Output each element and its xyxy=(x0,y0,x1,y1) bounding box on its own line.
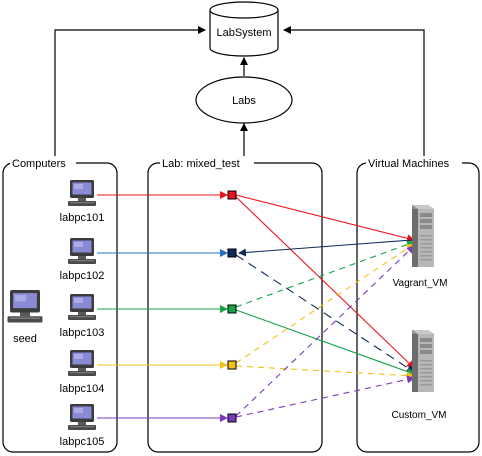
labs-label: Labs xyxy=(232,95,256,107)
computer-icon xyxy=(68,238,96,264)
yellow-to-vagrant-link xyxy=(235,243,415,364)
labsystem-database: LabSystem xyxy=(209,1,279,57)
server-icon xyxy=(412,205,434,267)
vm-custom: Custom_VM xyxy=(391,330,447,421)
lab-port-green xyxy=(227,304,237,314)
computer-icon xyxy=(7,290,43,323)
purple-to-custom-link xyxy=(235,375,415,418)
red-to-vagrant-link xyxy=(235,194,415,243)
seed-label: seed xyxy=(13,333,37,345)
purple-to-vagrant-link xyxy=(235,245,415,417)
vms-group-title: Virtual Machines xyxy=(368,158,450,170)
computers-group-title: Computers xyxy=(12,158,66,170)
lab-port-purple xyxy=(227,413,237,423)
labs-node: Labs xyxy=(195,76,293,124)
green-to-custom-link xyxy=(235,309,415,376)
computer-seed: seed xyxy=(7,290,43,345)
lab-port-red xyxy=(227,190,237,200)
vagrant-to-navy-port-link xyxy=(238,239,413,257)
server-icon xyxy=(412,330,434,392)
vm-label: Custom_VM xyxy=(391,410,446,421)
computer-label: labpc104 xyxy=(60,383,105,395)
vm-vagrant: Vagrant_VM xyxy=(393,205,448,289)
labsystem-label: LabSystem xyxy=(216,27,271,39)
computer-label: labpc103 xyxy=(60,327,105,339)
computers-to-labsystem-arrow xyxy=(54,26,206,162)
computer-labpc101: labpc101 xyxy=(60,180,105,224)
navy-to-custom-link xyxy=(235,254,415,373)
computer-icon xyxy=(68,294,96,320)
lab-port-yellow xyxy=(227,360,237,370)
computer-labpc102: labpc102 xyxy=(60,238,105,282)
green-to-vagrant-link xyxy=(235,240,415,308)
computer-labpc105: labpc105 xyxy=(60,404,105,448)
computer-icon xyxy=(68,404,96,430)
vm-label: Vagrant_VM xyxy=(393,278,448,289)
computer-labpc104: labpc104 xyxy=(60,350,105,395)
computer-label: labpc102 xyxy=(60,270,105,282)
computer-icon xyxy=(68,350,96,376)
vms-to-labsystem-arrow xyxy=(283,26,425,162)
computer-labpc103: labpc103 xyxy=(60,294,105,339)
lab-group-title: Lab: mixed_test xyxy=(162,158,240,170)
yellow-to-custom-link xyxy=(235,365,415,380)
red-to-custom-link xyxy=(235,196,415,369)
lab-port-navy xyxy=(227,248,237,258)
computer-label: labpc101 xyxy=(60,212,105,224)
computer-label: labpc105 xyxy=(60,436,105,448)
computer-icon xyxy=(68,180,96,206)
